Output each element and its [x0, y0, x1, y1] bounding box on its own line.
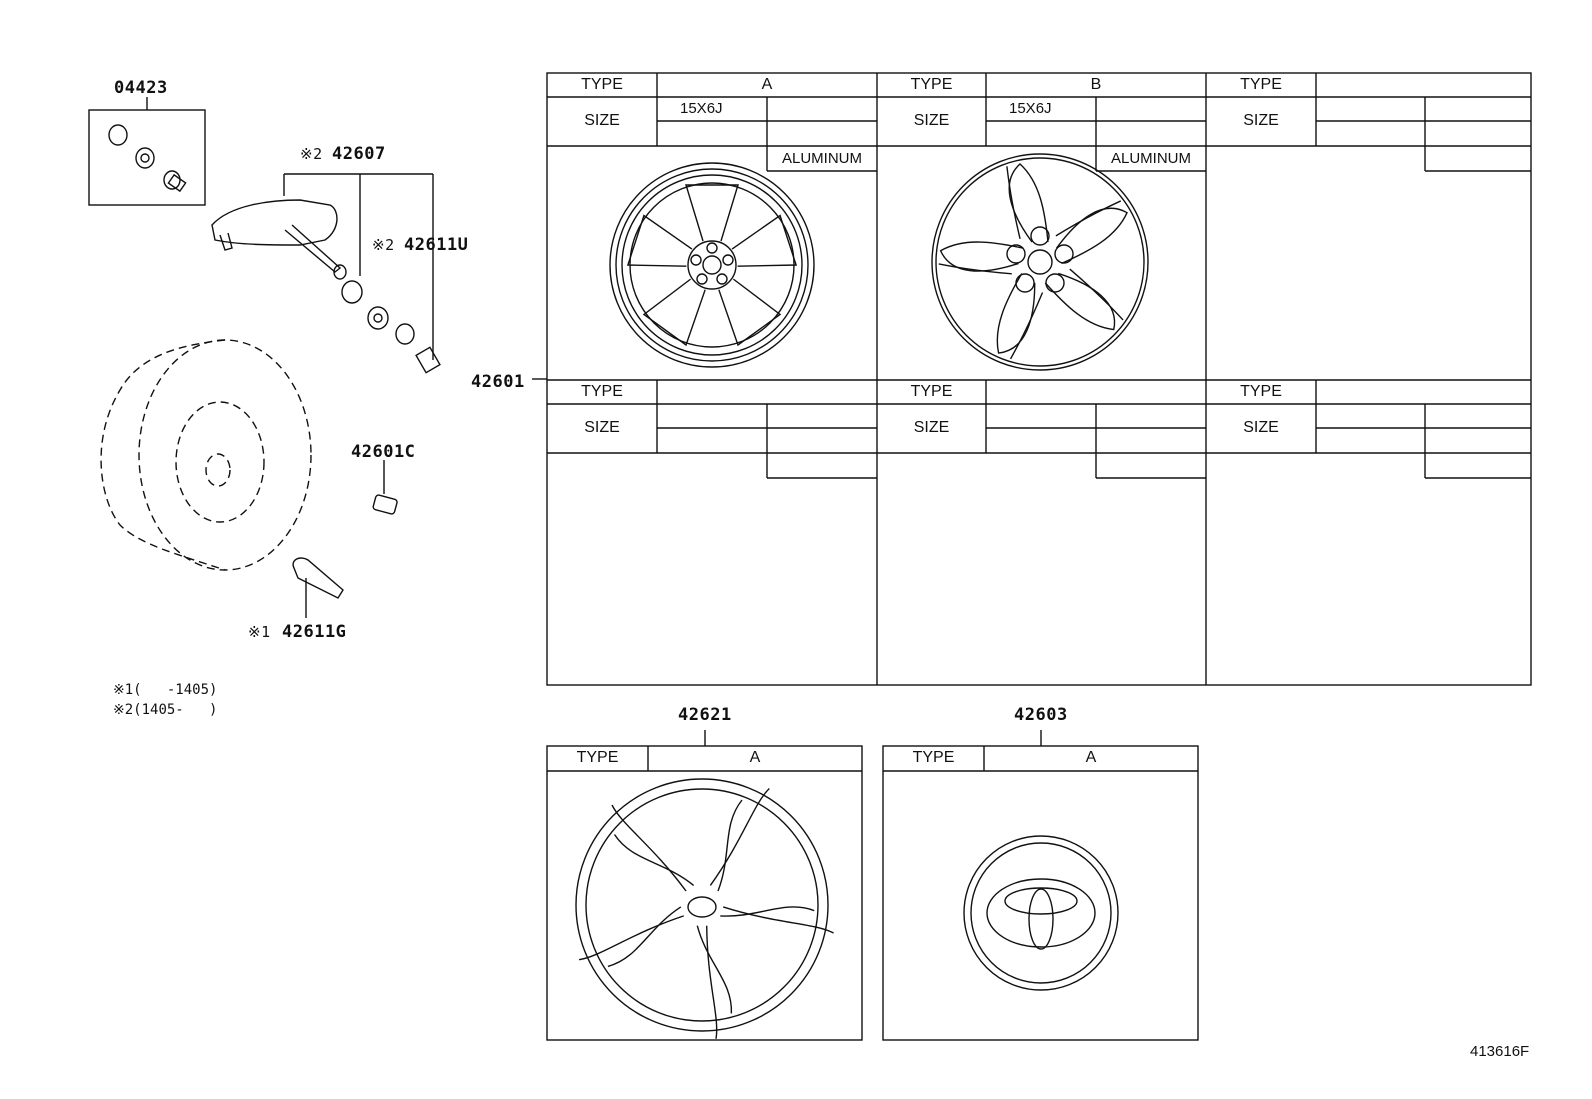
center-cap-small-illustration [372, 460, 398, 515]
size-label-f: SIZE [1243, 419, 1279, 436]
type-label-d: TYPE [581, 383, 623, 400]
wheel-a-illustration [609, 162, 815, 368]
toyota-emblem-illustration [963, 835, 1119, 991]
size-value-b: 15X6J [1009, 100, 1052, 117]
diagram-id: 413616F [1470, 1043, 1530, 1060]
wheel-ornament-illustration [575, 778, 834, 1039]
emblem-type-value: A [1085, 749, 1097, 766]
ornament-type-label: TYPE [576, 749, 619, 766]
wheel-b-illustration [931, 153, 1149, 371]
size-label-e: SIZE [913, 419, 950, 436]
wheel-table-grid [546, 72, 1532, 686]
part-label-42603: 42603 [1014, 705, 1068, 725]
type-value-a: A [761, 76, 773, 93]
part-label-42601c: 42601C [351, 442, 416, 462]
type-label-e: TYPE [910, 383, 953, 400]
size-label-a: SIZE [584, 112, 620, 129]
tpms-sensor-illustration [211, 173, 441, 374]
size-label-d: SIZE [584, 419, 620, 436]
ornament-table-grid [546, 730, 863, 1041]
part-label-42601: 42601 [471, 372, 525, 392]
mark-1-42611g: ※1 [248, 623, 271, 641]
size-value-a: 15X6J [680, 100, 723, 117]
part-label-42621: 42621 [678, 705, 732, 725]
tire-illustration [100, 339, 312, 571]
part-label-04423: 04423 [114, 78, 168, 98]
size-label-b: SIZE [913, 112, 950, 129]
material-a: ALUMINUM [781, 150, 862, 167]
note-1: ※1( -1405) [113, 682, 218, 698]
type-label-f: TYPE [1240, 383, 1282, 400]
type-label-a: TYPE [581, 76, 623, 93]
emblem-table-grid [882, 730, 1199, 1041]
mark-2-42607: ※2 [300, 145, 323, 163]
mark-2-42611u: ※2 [372, 236, 395, 254]
material-b: ALUMINUM [1110, 150, 1191, 167]
part-label-42607: 42607 [332, 144, 386, 164]
valve-cap-kit-box [88, 97, 206, 206]
ornament-type-value: A [749, 749, 761, 766]
part-label-42611u: 42611U [404, 235, 469, 255]
type-value-b: B [1090, 76, 1102, 93]
emblem-type-label: TYPE [912, 749, 955, 766]
part-label-42611g: 42611G [282, 622, 347, 642]
size-label-c: SIZE [1243, 112, 1279, 129]
valve-stem-illustration [292, 557, 344, 618]
type-label-c: TYPE [1240, 76, 1282, 93]
note-2: ※2(1405- ) [113, 702, 218, 718]
type-label-b: TYPE [910, 76, 953, 93]
